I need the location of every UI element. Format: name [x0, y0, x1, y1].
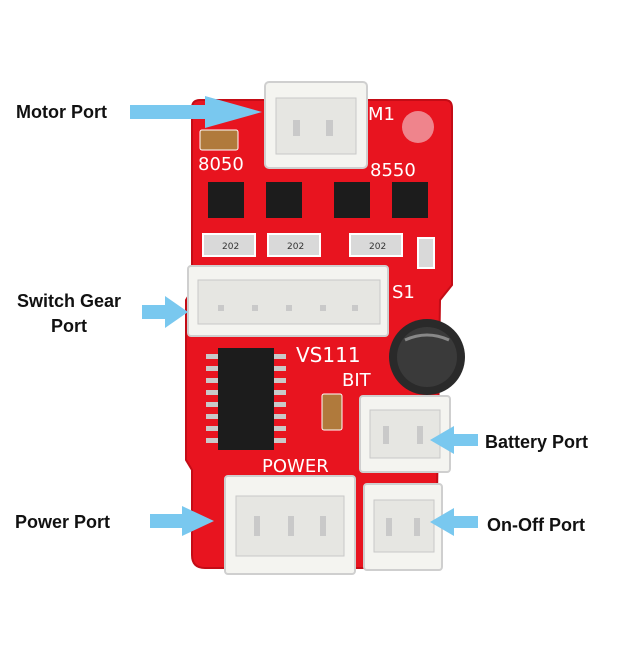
led-pad — [402, 111, 434, 143]
label-switch-gear-port-line1: Switch Gear — [17, 291, 122, 311]
silk-8550: 8550 — [370, 160, 416, 181]
silk-resistor-3: 202 — [369, 242, 386, 252]
annotation-arrows — [130, 96, 478, 536]
silk-m1: M1 — [368, 104, 395, 125]
battery-connector — [359, 395, 451, 473]
electrolytic-capacitor — [389, 319, 465, 395]
arrow-motor-port-icon — [130, 96, 262, 128]
ic-chip — [206, 348, 286, 450]
smd-capacitor-2 — [321, 393, 343, 431]
arrow-on-off-port-icon — [430, 508, 478, 536]
silk-resistor-2: 202 — [287, 242, 304, 252]
transistor-row — [208, 182, 428, 218]
power-connector — [224, 475, 356, 575]
label-on-off-port: On-Off Port — [487, 515, 585, 535]
silk-8050: 8050 — [198, 154, 244, 175]
label-motor-port: Motor Port — [16, 102, 107, 122]
switch-gear-connector — [187, 265, 389, 337]
smd-capacitor-1 — [199, 129, 239, 151]
resistor-row — [202, 233, 435, 269]
label-switch-gear-port-line2: Port — [51, 316, 87, 336]
silk-bit: BIT — [342, 370, 372, 391]
arrow-power-port-icon — [150, 506, 214, 536]
arrow-switch-gear-port-icon — [142, 296, 188, 328]
arrow-battery-port-icon — [430, 426, 478, 454]
motor-connector — [264, 81, 368, 169]
silk-power: POWER — [262, 456, 329, 477]
silk-s1: S1 — [392, 282, 415, 303]
silk-resistor-1: 202 — [222, 242, 239, 252]
label-battery-port: Battery Port — [485, 432, 589, 452]
silk-vs111: VS111 — [296, 343, 361, 367]
on-off-connector — [363, 483, 443, 571]
label-power-port: Power Port — [15, 512, 111, 532]
